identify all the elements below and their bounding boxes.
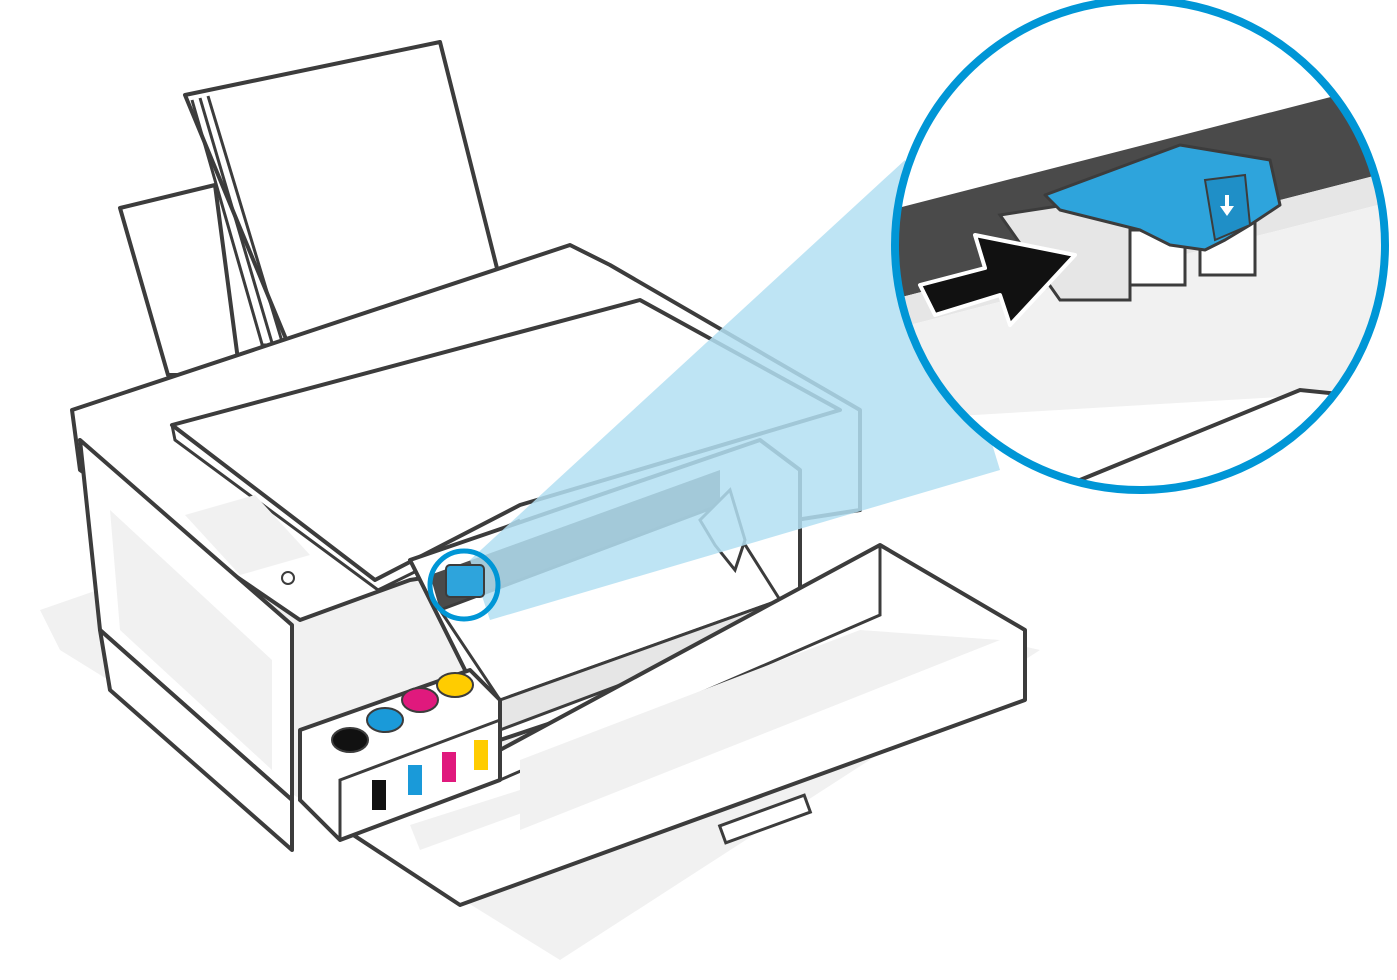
- pointer-arrow-icon: [918, 233, 1077, 327]
- ink-level-magenta: [442, 752, 456, 782]
- tray-extension-tab: [717, 793, 813, 845]
- ink-level-yellow: [474, 740, 488, 770]
- ink-cap-magenta: [401, 687, 439, 713]
- ink-cap-cyan: [366, 707, 404, 733]
- ink-cap-yellow: [436, 672, 474, 698]
- ink-level-black: [372, 780, 386, 810]
- control-panel-area: [185, 495, 310, 575]
- down-arrow-icon: [1220, 195, 1234, 216]
- rear-paper-support: [118, 183, 242, 377]
- ink-cap-black: [331, 727, 369, 753]
- ink-tanks: [298, 668, 530, 850]
- power-button: [281, 571, 295, 585]
- callout-beam: [470, 160, 1000, 620]
- side-panel-shade: [110, 510, 272, 770]
- printhead-callout-marker: [427, 548, 501, 622]
- zoom-inset: [891, 0, 1389, 494]
- ink-level-cyan: [408, 765, 422, 795]
